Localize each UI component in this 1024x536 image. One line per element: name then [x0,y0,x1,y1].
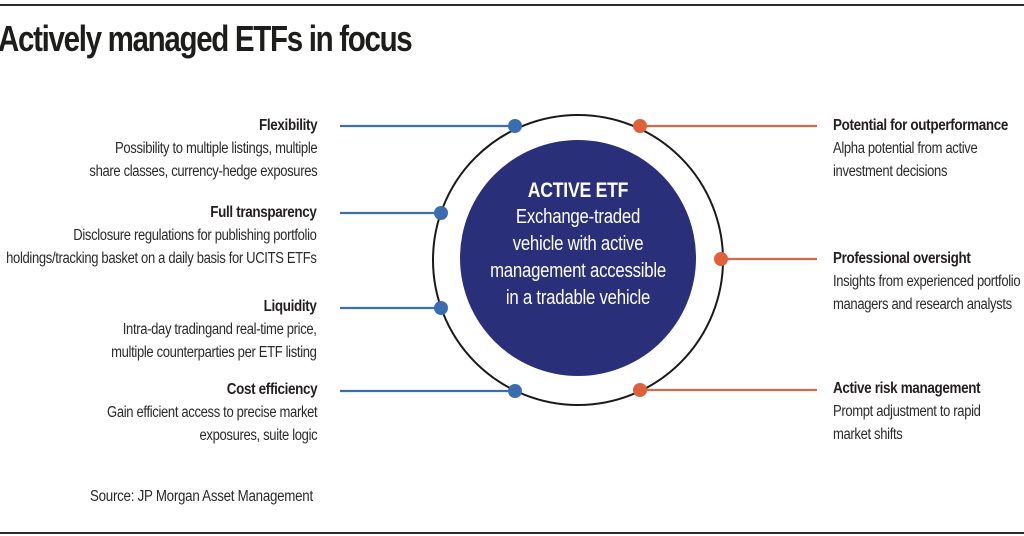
center-line: Exchange-traded [515,206,641,228]
connector-dot-icon [434,206,448,220]
connector-dot-icon [508,384,522,398]
feature-heading: Active risk management [833,380,981,397]
center-disc [460,140,696,376]
connector-dot-icon [633,119,647,133]
feature-active-risk-management: Active risk management Prompt adjustment… [833,378,1009,446]
center-title: ACTIVE ETF [527,179,629,202]
feature-flexibility: Flexibility Possibility to multiple list… [46,115,317,183]
feature-full-transparency: Full transparency Disclosure regulations… [0,202,318,270]
feature-heading: Liquidity [264,298,317,315]
left-connectors [340,119,522,398]
feature-desc: Alpha potential from active [833,140,978,157]
connector-dot-icon [714,252,728,266]
feature-desc: holdings/tracking basket on a daily basi… [6,250,318,267]
feature-desc: Disclosure regulations for publishing po… [73,227,318,244]
feature-liquidity: Liquidity Intra-day tradingand real-time… [72,296,318,364]
feature-desc: multiple counterparties per ETF listing [111,344,318,361]
feature-desc: share classes, currency-hedge exposures [89,163,317,180]
center-line: management accessible [490,260,666,282]
feature-desc: Insights from experienced portfolio [833,273,1021,290]
right-connectors [633,119,817,397]
feature-heading: Flexibility [258,117,318,134]
feature-heading: Potential for outperformance [833,117,1009,134]
feature-desc: Gain efficient access to precise market [106,404,318,421]
feature-desc: managers and research analysts [833,296,1012,313]
connector-dot-icon [434,301,448,315]
feature-desc: Prompt adjustment to rapid [833,403,981,420]
center-line: in a tradable vehicle [505,287,651,309]
bottom-rule [0,532,1024,534]
connector-dot-icon [633,383,647,397]
feature-potential-outperformance: Potential for outperformance Alpha poten… [833,115,1024,183]
feature-desc: Possibility to multiple listings, multip… [114,140,318,157]
feature-desc: investment decisions [833,163,948,180]
feature-heading: Professional oversight [833,250,971,267]
feature-desc: market shifts [833,426,903,443]
top-rule [0,4,1024,6]
page-title: Actively managed ETFs in focus [0,18,413,59]
connector-dot-icon [508,119,522,133]
center-label: ACTIVE ETF Exchange-traded vehicle with … [460,178,696,312]
center-line: vehicle with active [512,233,644,255]
feature-heading: Full transparency [210,204,318,221]
feature-heading: Cost efficiency [226,381,317,398]
feature-professional-oversight: Professional oversight Insights from exp… [833,248,1024,316]
source-note: Source: JP Morgan Asset Management [90,488,313,505]
feature-desc: exposures, suite logic [199,427,317,444]
feature-desc: Intra-day tradingand real-time price, [123,321,317,338]
feature-cost-efficiency: Cost efficiency Gain efficient access to… [67,379,318,447]
